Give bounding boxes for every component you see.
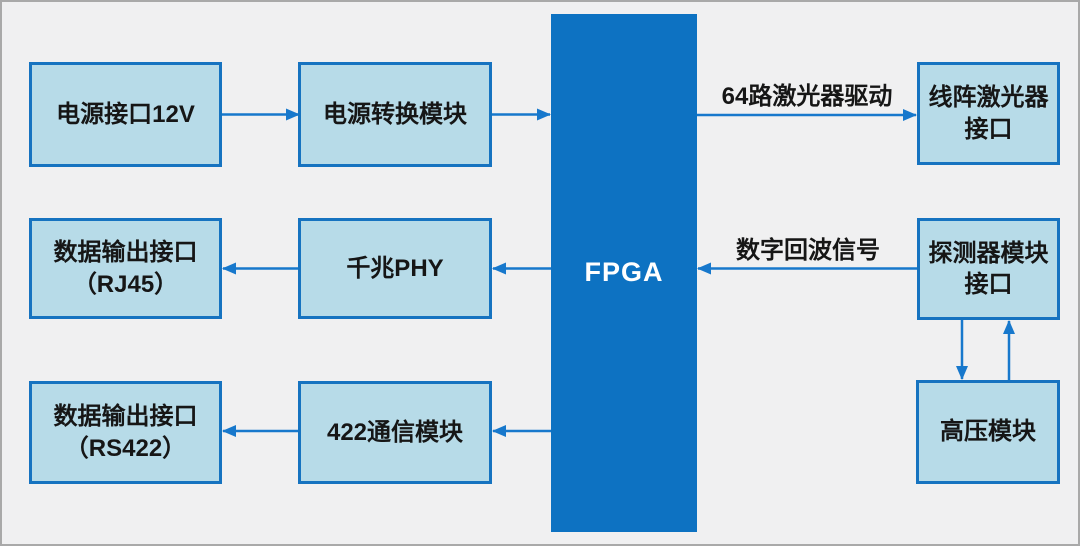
node-data-output-rs422: 数据输出接口 （RS422）: [29, 381, 222, 484]
node-detector-module-interface: 探测器模块 接口: [917, 218, 1060, 320]
edge-label-laser-drive: 64路激光器驱动: [721, 83, 893, 110]
edge-label-echo-signal: 数字回波信号: [736, 237, 880, 264]
node-linear-laser-interface: 线阵激光器 接口: [917, 62, 1060, 165]
node-power-input-12v: 电源接口12V: [29, 62, 222, 167]
node-power-conversion-module: 电源转换模块: [298, 62, 492, 167]
node-fpga: FPGA: [551, 14, 697, 532]
node-gigabit-phy: 千兆PHY: [298, 218, 492, 319]
node-high-voltage-module: 高压模块: [916, 380, 1060, 484]
node-data-output-rj45: 数据输出接口 （RJ45）: [29, 218, 222, 319]
node-422-comm-module: 422通信模块: [298, 381, 492, 484]
